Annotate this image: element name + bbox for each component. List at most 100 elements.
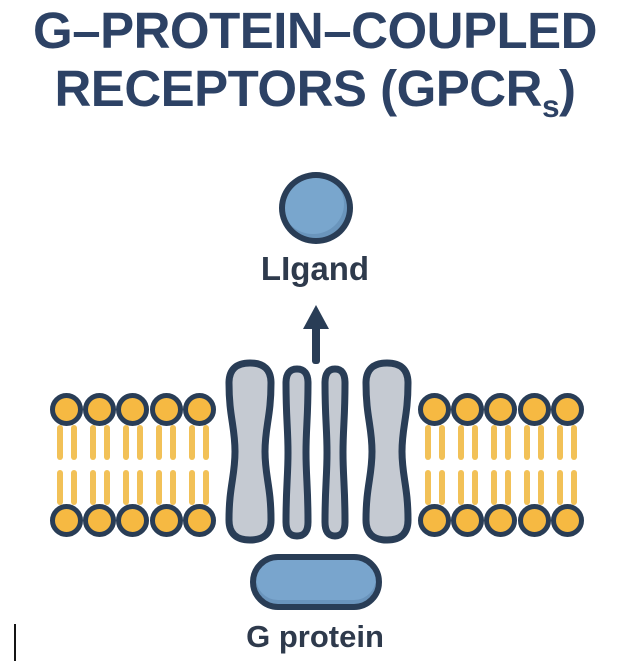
phospholipid [484,393,518,460]
lipid-tail [56,425,63,460]
phospholipid-head [550,393,584,426]
lipid-tail [203,470,210,505]
lipid-tail [504,470,511,505]
phospholipid-tails [56,470,77,505]
arrow-shaft [312,325,320,364]
up-arrow-icon [303,305,329,364]
title-line-1: G–PROTEIN–COUPLED [33,2,597,59]
phospholipid [50,393,84,460]
phospholipid [83,470,117,537]
receptor-helix-1 [225,359,275,544]
phospholipid-head [50,504,84,537]
lipid-tail [56,470,63,505]
lipid-tail [557,425,564,460]
phospholipid [517,470,551,537]
phospholipid-tails [122,425,143,460]
phospholipid-tails [424,425,445,460]
lipid-tail [457,425,464,460]
phospholipid [550,470,584,537]
phospholipid-tails [457,425,478,460]
lipid-tail [524,470,531,505]
lipid-tail [538,425,545,460]
membrane-left-bottom-leaflet [50,470,216,537]
phospholipid-head [517,393,551,426]
phospholipid [484,470,518,537]
title-subscript: s [541,88,560,125]
phospholipid [182,393,216,460]
phospholipid [116,393,150,460]
lipid-tail [156,425,163,460]
arrow-head [303,305,329,329]
lipid-tail [471,425,478,460]
phospholipid-tails [89,425,110,460]
lipid-tail [122,470,129,505]
phospholipid [149,393,183,460]
phospholipid-head [116,393,150,426]
gpcr-receptor [225,359,412,544]
receptor-helix-3 [321,365,349,540]
title-line-2-close: ) [559,60,576,117]
lipid-tail [189,425,196,460]
phospholipid-head [484,393,518,426]
phospholipid-head [149,393,183,426]
phospholipid-head [149,504,183,537]
g-protein-label: G protein [246,619,384,654]
phospholipid [50,470,84,537]
lipid-tail [438,425,445,460]
lipid-tail [122,425,129,460]
phospholipid-tails [122,470,143,505]
lipid-tail [89,425,96,460]
lipid-tail [557,470,564,505]
phospholipid-tails [189,470,210,505]
phospholipid-head [517,504,551,537]
phospholipid-head [116,504,150,537]
phospholipid-tails [524,470,545,505]
phospholipid-tails [156,470,177,505]
phospholipid-head [182,393,216,426]
phospholipid [182,470,216,537]
title-line-2-text: RECEPTORS (GPCR [54,60,542,117]
lipid-tail [438,470,445,505]
lipid-tail [203,425,210,460]
lipid-tail [424,425,431,460]
phospholipid-tails [189,425,210,460]
lipid-tail [424,470,431,505]
phospholipid-head [182,504,216,537]
g-protein-shape [250,554,382,610]
phospholipid [451,470,485,537]
phospholipid [517,393,551,460]
phospholipid-head [550,504,584,537]
page-title: G–PROTEIN–COUPLED RECEPTORS (GPCRs) [0,2,630,122]
phospholipid [550,393,584,460]
phospholipid-head [451,393,485,426]
lipid-tail [170,425,177,460]
phospholipid [418,393,452,460]
lipid-tail [136,470,143,505]
lipid-tail [571,425,578,460]
ligand-molecule [279,172,353,244]
lipid-tail [571,470,578,505]
phospholipid-head [83,393,117,426]
phospholipid-head [50,393,84,426]
lipid-tail [524,425,531,460]
phospholipid [451,393,485,460]
lipid-tail [490,425,497,460]
phospholipid-tails [457,470,478,505]
cursor-artifact [14,624,16,661]
lipid-tail [504,425,511,460]
phospholipid-tails [490,425,511,460]
phospholipid-tails [557,425,578,460]
receptor-helix-2 [282,365,312,540]
membrane-right-top-leaflet [418,393,584,460]
lipid-tail [103,425,110,460]
ligand-label: LIgand [260,250,370,287]
phospholipid [418,470,452,537]
phospholipid-tails [557,470,578,505]
lipid-tail [189,470,196,505]
phospholipid-tails [424,470,445,505]
phospholipid-head [418,504,452,537]
lipid-tail [490,470,497,505]
phospholipid-head [83,504,117,537]
lipid-tail [538,470,545,505]
title-line-2: RECEPTORS (GPCRs) [0,60,630,122]
